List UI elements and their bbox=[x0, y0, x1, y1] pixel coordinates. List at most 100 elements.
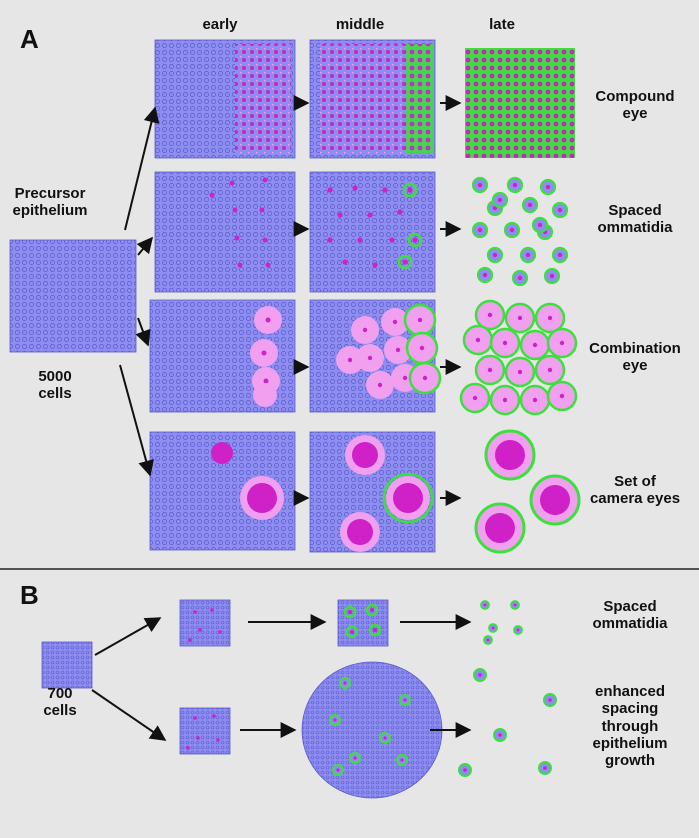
spaced-dot bbox=[397, 209, 403, 215]
outcome-line: camera eyes bbox=[589, 490, 681, 508]
spaced-dot bbox=[373, 628, 377, 632]
ommatidium-center bbox=[492, 252, 498, 258]
cluster-center bbox=[265, 317, 271, 323]
precursor-count-line2: cells bbox=[38, 385, 72, 403]
precursor-title-line2: epithelium bbox=[12, 202, 88, 220]
spaced-rim bbox=[368, 623, 382, 637]
outcome-line: through bbox=[601, 717, 659, 735]
outcome-line: spacing bbox=[601, 700, 659, 718]
outcome-combination-eye: Combination eye bbox=[575, 340, 695, 375]
pink-cluster bbox=[253, 383, 277, 407]
spaced-rim bbox=[397, 254, 413, 270]
camera-eye-core bbox=[393, 483, 423, 513]
spaced-dot bbox=[229, 180, 235, 186]
ommatidium-center bbox=[403, 698, 407, 702]
spaced-dot bbox=[262, 177, 268, 183]
spaced-dot bbox=[237, 262, 243, 268]
ommatidium-center bbox=[353, 756, 357, 760]
arrow-b-precursor-row1 bbox=[94, 617, 162, 656]
panel-b-row1-early bbox=[179, 599, 231, 647]
spaced-dot bbox=[370, 608, 374, 612]
spaced-dot bbox=[342, 259, 348, 265]
ommatidium-center bbox=[509, 227, 515, 233]
column-header-late: late bbox=[489, 16, 515, 33]
row1-middle-front bbox=[405, 44, 433, 154]
unit-center bbox=[475, 337, 481, 343]
spaced-dot bbox=[232, 207, 238, 213]
spaced-dot bbox=[259, 207, 265, 213]
spaced-dot bbox=[188, 638, 192, 642]
ommatidium-center bbox=[543, 766, 547, 770]
cluster-center bbox=[261, 350, 267, 356]
outcome-compound-eye: Compound eye bbox=[575, 88, 695, 123]
spaced-rim bbox=[407, 232, 423, 248]
camera-eye-rim bbox=[382, 472, 434, 524]
spaced-dot bbox=[327, 237, 333, 243]
outcome-line: eye bbox=[622, 357, 648, 375]
outcome-line: Spaced bbox=[608, 202, 662, 219]
row1-late-compound-eye bbox=[465, 48, 575, 158]
outcome-line: ommatidia bbox=[597, 219, 673, 237]
precursor-title-line1: Precursor bbox=[14, 185, 86, 202]
arrow-precursor-row3 bbox=[135, 317, 151, 347]
ommatidium-center bbox=[400, 758, 404, 762]
spaced-dot bbox=[198, 628, 202, 632]
outcome-line: epithelium bbox=[592, 734, 668, 752]
ommatidium-center bbox=[557, 252, 563, 258]
panel-b-precursor-700 bbox=[41, 641, 93, 689]
ommatidium-center bbox=[491, 626, 495, 630]
spaced-dot bbox=[234, 235, 240, 241]
precursor-cell-count: 5000 cells bbox=[20, 368, 90, 403]
ommatidium-center bbox=[525, 252, 531, 258]
ommatidium-center bbox=[537, 222, 543, 228]
unit-center bbox=[559, 393, 565, 399]
panel-b-row1-middle bbox=[337, 599, 389, 647]
spaced-dot bbox=[186, 746, 190, 750]
ommatidium-center bbox=[483, 603, 487, 607]
unit-center bbox=[547, 367, 553, 373]
ommatidium-center bbox=[478, 673, 482, 677]
spaced-dot bbox=[367, 212, 373, 218]
row1-early-front bbox=[235, 44, 291, 154]
spaced-rim bbox=[343, 605, 357, 619]
unit-center bbox=[502, 340, 508, 346]
camera-eye-core bbox=[540, 485, 570, 515]
spaced-rim bbox=[402, 182, 418, 198]
spaced-dot bbox=[327, 187, 333, 193]
cluster-rim bbox=[408, 361, 442, 395]
spaced-dot bbox=[193, 716, 197, 720]
arrow-precursor-row2 bbox=[136, 236, 154, 256]
ommatidium-center bbox=[477, 182, 483, 188]
outcome-line: Combination bbox=[589, 340, 681, 357]
panel-b-count-line1: 700 bbox=[47, 685, 73, 702]
unit-center bbox=[559, 340, 565, 346]
spaced-dot bbox=[212, 714, 216, 718]
outcome-line: growth bbox=[605, 752, 655, 769]
spaced-dot bbox=[372, 262, 378, 268]
ommatidium-center bbox=[482, 272, 488, 278]
ommatidium-center bbox=[517, 275, 523, 281]
arrow-precursor-row4 bbox=[119, 364, 154, 477]
panel-b-count-line2: cells bbox=[43, 702, 77, 720]
cluster-center bbox=[395, 347, 401, 353]
unit-center bbox=[547, 315, 553, 321]
outcome-line: ommatidia bbox=[592, 615, 668, 633]
spaced-dot bbox=[402, 259, 408, 265]
unit-center bbox=[532, 397, 538, 403]
row1-middle-pattern bbox=[320, 44, 405, 154]
cluster-center bbox=[377, 382, 383, 388]
ommatidium-center bbox=[477, 227, 483, 233]
ommatidium-center bbox=[549, 273, 555, 279]
ommatidium-center bbox=[557, 207, 563, 213]
ommatidium-center bbox=[545, 184, 551, 190]
panel-a-label: A bbox=[20, 24, 39, 54]
ommatidium-center bbox=[486, 638, 490, 642]
unit-center bbox=[487, 312, 493, 318]
spaced-dot bbox=[193, 610, 197, 614]
cluster-center bbox=[422, 375, 428, 381]
unit-center bbox=[487, 367, 493, 373]
ommatidium-center bbox=[343, 681, 347, 685]
spaced-dot bbox=[216, 738, 220, 742]
